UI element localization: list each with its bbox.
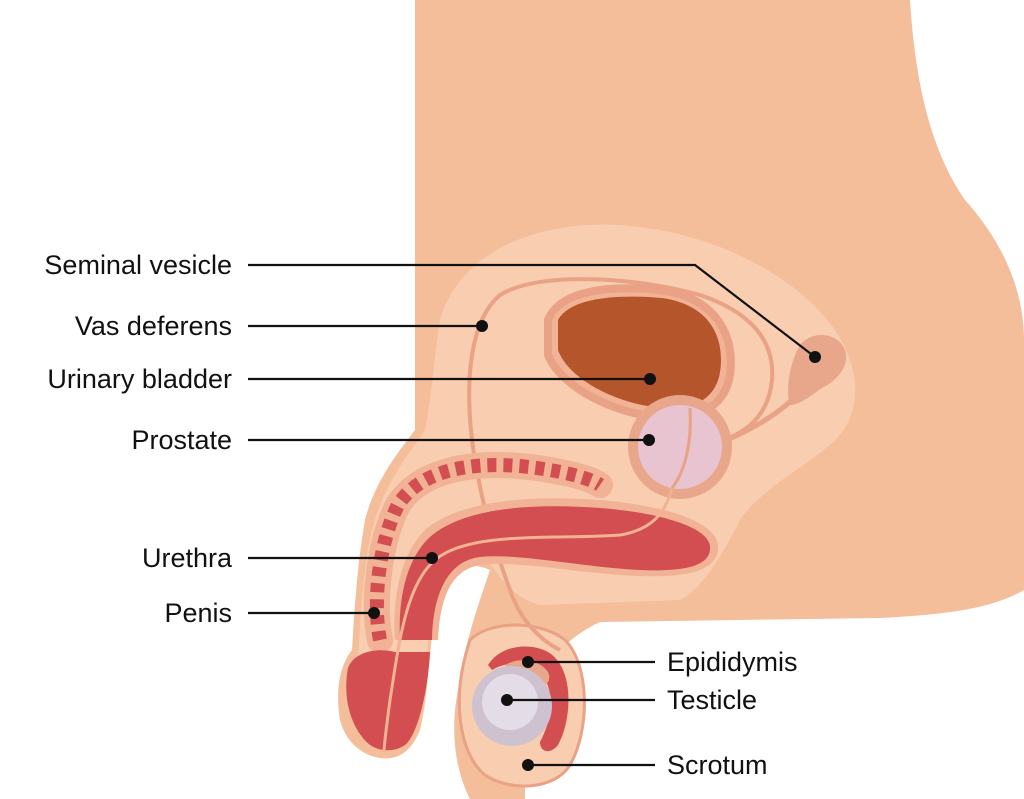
vas-deferens-tube — [467, 277, 775, 652]
urethra-tube — [382, 487, 674, 753]
label-scrotum: Scrotum — [667, 750, 768, 780]
penis-dot — [368, 607, 380, 619]
epididymis-dot — [522, 656, 534, 668]
epididymis-shape — [488, 646, 569, 752]
label-vas-deferens: Vas deferens — [75, 311, 232, 341]
seminal-vesicle-dot — [809, 351, 821, 363]
scrotum-dot — [522, 759, 534, 771]
urinary-bladder-shape — [558, 296, 721, 409]
erectile-body-shape — [399, 506, 711, 640]
seminal-vesicle-shape — [788, 334, 847, 405]
label-prostate: Prostate — [131, 425, 232, 455]
label-penis: Penis — [164, 598, 232, 628]
label-epididymis: Epididymis — [667, 647, 798, 677]
corpus-spongiosum-segments — [369, 458, 605, 642]
label-urethra: Urethra — [142, 543, 233, 573]
prostate-dot — [643, 434, 655, 446]
urethra-dot — [426, 552, 438, 564]
prostate-urethra — [670, 407, 692, 489]
label-seminal-vesicle: Seminal vesicle — [44, 250, 232, 280]
label-testicle: Testicle — [667, 685, 757, 715]
vas-deferens-dot — [476, 320, 488, 332]
label-urinary-bladder: Urinary bladder — [47, 364, 232, 394]
urinary-bladder-dot — [644, 373, 656, 385]
prostate-shape — [638, 405, 722, 489]
testicle-dot — [501, 694, 513, 706]
seminal-vesicle-leader — [248, 263, 816, 358]
glans-shape — [346, 650, 430, 751]
